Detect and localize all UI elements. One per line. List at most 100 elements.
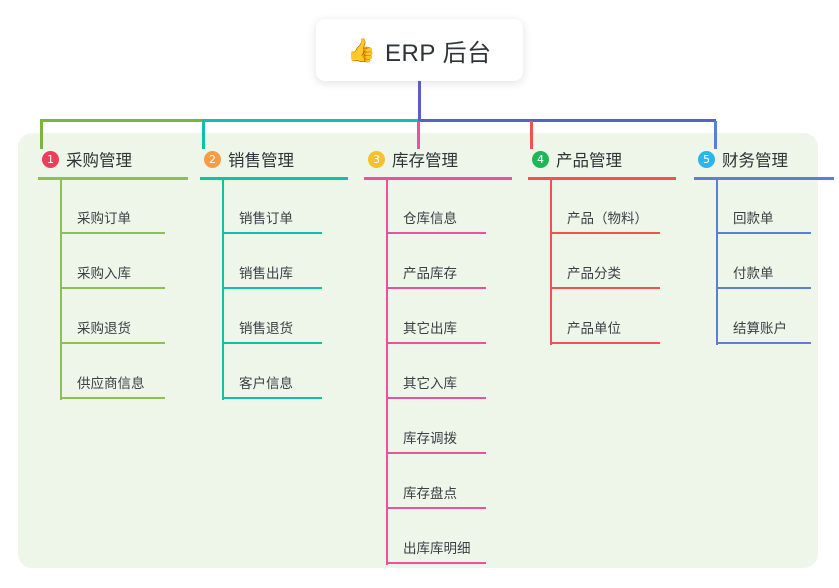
menu-item-label: 库存调拨 [403, 431, 457, 446]
column-4: 4 产品管理产品（物料） 产品分类产品单位 [528, 146, 676, 345]
menu-item-rule [222, 232, 322, 234]
column-title: 采购管理 [66, 152, 132, 170]
menu-item[interactable]: 回款单 [716, 180, 834, 235]
menu-item-rule [386, 562, 486, 564]
column-3: 3 库存管理仓库信息产品库存其它出库其它入库库存调拨库存盘点出库库明细 [364, 146, 512, 565]
column-title-rule [38, 177, 188, 180]
menu-item[interactable]: 采购入库 [60, 235, 188, 290]
menu-item[interactable]: 其它出库 [386, 290, 512, 345]
column-items: 仓库信息产品库存其它出库其它入库库存调拨库存盘点出库库明细 [386, 180, 512, 565]
thumbs-up-icon: 👍 [347, 36, 377, 63]
column-items: 销售订单销售出库销售退货客户信息 [222, 180, 348, 400]
menu-item-rule [716, 287, 811, 289]
column-spine [550, 180, 552, 345]
menu-item-label: 回款单 [733, 211, 774, 226]
branch-connector-blue [418, 119, 716, 122]
column-title-rule [528, 177, 676, 180]
menu-item-rule [386, 232, 486, 234]
menu-item[interactable]: 供应商信息 [60, 345, 188, 400]
menu-item[interactable]: 产品库存 [386, 235, 512, 290]
menu-item-rule [60, 232, 165, 234]
menu-item-label: 采购入库 [77, 266, 131, 281]
menu-item-label: 产品库存 [403, 266, 457, 281]
trunk-connector [418, 81, 421, 121]
menu-item[interactable]: 其它入库 [386, 345, 512, 400]
column-spine [386, 180, 388, 565]
branch-connector-teal [202, 119, 419, 122]
column-header-3[interactable]: 3 库存管理 [364, 146, 512, 172]
column-index-badge: 3 [368, 150, 385, 168]
menu-item-label: 销售订单 [239, 211, 293, 226]
menu-item-rule [386, 507, 486, 509]
menu-item-label: 采购退货 [77, 321, 131, 336]
column-title: 销售管理 [228, 152, 294, 170]
column-index-badge: 4 [532, 150, 549, 168]
column-header-4[interactable]: 4 产品管理 [528, 146, 676, 172]
menu-item-rule [222, 342, 322, 344]
menu-item[interactable]: 结算账户 [716, 290, 834, 345]
menu-item[interactable]: 库存调拨 [386, 400, 512, 455]
menu-item[interactable]: 客户信息 [222, 345, 348, 400]
menu-item-label: 销售退货 [239, 321, 293, 336]
menu-item[interactable]: 销售退货 [222, 290, 348, 345]
branch-connector-green [40, 119, 202, 122]
menu-item-label: 结算账户 [733, 321, 787, 336]
menu-item-rule [60, 287, 165, 289]
root-node[interactable]: 👍 ERP 后台 [316, 19, 523, 81]
column-title: 库存管理 [392, 152, 458, 170]
column-title: 产品管理 [556, 152, 622, 170]
menu-item-label: 库存盘点 [403, 486, 457, 501]
column-items: 采购订单采购入库采购退货供应商信息 [60, 180, 188, 400]
content-panel [18, 133, 818, 568]
menu-item-label: 其它出库 [403, 321, 457, 336]
drop-connector-5 [714, 121, 717, 149]
column-title-rule [200, 177, 348, 180]
menu-item[interactable]: 采购订单 [60, 180, 188, 235]
menu-item-rule [222, 397, 322, 399]
menu-item-rule [550, 232, 660, 234]
column-items: 回款单付款单结算账户 [716, 180, 834, 345]
menu-item-label: 采购订单 [77, 211, 131, 226]
menu-item-rule [386, 287, 486, 289]
drop-connector-2 [202, 121, 205, 149]
column-spine [222, 180, 224, 400]
menu-item-rule [716, 232, 811, 234]
column-title-rule [364, 177, 512, 180]
column-items: 产品（物料） 产品分类产品单位 [550, 180, 676, 345]
menu-item-label: 产品分类 [567, 266, 621, 281]
column-1: 1 采购管理采购订单采购入库采购退货供应商信息 [38, 146, 188, 400]
menu-item-label: 付款单 [733, 266, 774, 281]
root-title: ERP 后台 [385, 39, 492, 67]
menu-item[interactable]: 产品（物料） [550, 180, 676, 235]
menu-item[interactable]: 库存盘点 [386, 455, 512, 510]
column-index-badge: 1 [42, 150, 59, 168]
column-title: 财务管理 [722, 152, 788, 170]
menu-item[interactable]: 仓库信息 [386, 180, 512, 235]
menu-item-label: 出库库明细 [403, 541, 471, 556]
menu-item-label: 其它入库 [403, 376, 457, 391]
menu-item-rule [60, 342, 165, 344]
column-header-1[interactable]: 1 采购管理 [38, 146, 188, 172]
menu-item-rule [386, 342, 486, 344]
drop-connector-1 [40, 121, 43, 149]
menu-item-label: 客户信息 [239, 376, 293, 391]
menu-item[interactable]: 产品分类 [550, 235, 676, 290]
menu-item[interactable]: 销售订单 [222, 180, 348, 235]
menu-item-rule [386, 397, 486, 399]
menu-item-label: 产品（物料） [567, 211, 648, 226]
menu-item-label: 销售出库 [239, 266, 293, 281]
column-title-rule [694, 177, 834, 180]
menu-item-label: 供应商信息 [77, 376, 145, 391]
menu-item-label: 仓库信息 [403, 211, 457, 226]
menu-item[interactable]: 采购退货 [60, 290, 188, 345]
menu-item[interactable]: 出库库明细 [386, 510, 512, 565]
menu-item[interactable]: 产品单位 [550, 290, 676, 345]
menu-item-rule [60, 397, 165, 399]
menu-item[interactable]: 付款单 [716, 235, 834, 290]
menu-item[interactable]: 销售出库 [222, 235, 348, 290]
